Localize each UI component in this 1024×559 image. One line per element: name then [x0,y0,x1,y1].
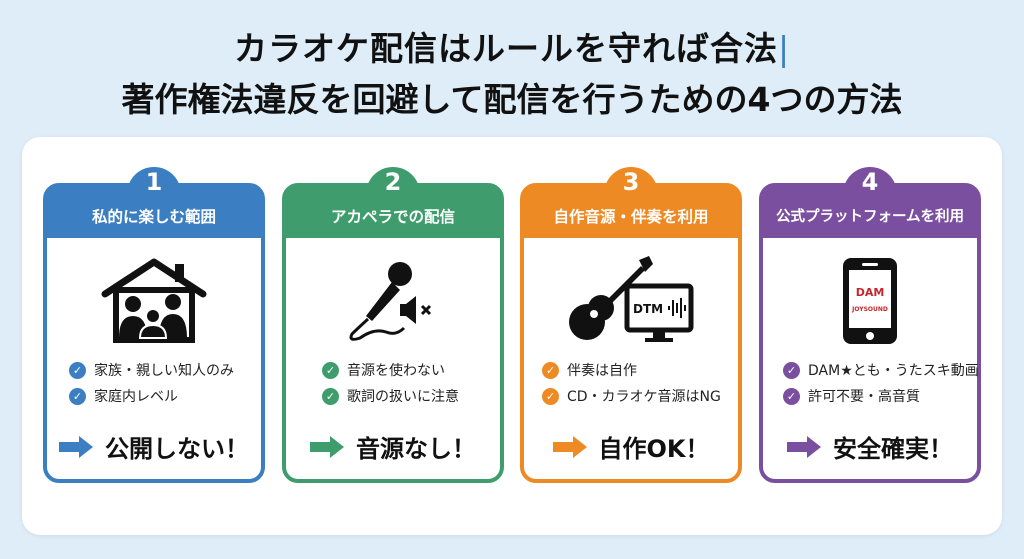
method-card-4: 4 公式プラットフォームを利用 DAM JOYSOUND ✓DAM★とも・うたス… [759,167,981,483]
card-result: 公開しない！ [47,429,261,464]
result-text: 公開しない！ [105,435,249,463]
guitar-dtm-monitor-icon: DTM [524,255,738,347]
card-result: 自作OK！ [524,429,738,464]
title-text: カラオケ配信はルールを守れば合法 [233,29,778,68]
check-icon: ✓ [783,361,800,379]
title-line-1: カラオケ配信はルールを守れば合法| [0,22,1024,70]
house-family-icon [47,255,261,347]
result-text: 音源なし！ [356,435,476,463]
check-icon: ✓ [69,387,86,405]
item-text: 許可不要・高音質 [808,389,920,405]
check-icon: ✓ [542,361,559,379]
result-text: 安全確実！ [833,435,953,463]
dtm-label: DTM [633,302,663,316]
item-text: DAM★とも・うたスキ動画 [808,363,979,379]
item-text: 家庭内レベル [94,389,178,405]
arrow-right-icon [59,435,93,458]
check-icon: ✓ [322,387,339,405]
arrow-right-icon [787,435,821,458]
item-text: 家族・親しい知人のみ [94,363,234,379]
joysound-logo: JOYSOUND [851,306,888,313]
check-icon: ✓ [783,387,800,405]
check-icon: ✓ [69,361,86,379]
list-item: ✓ 家族・親しい知人のみ [69,357,255,383]
smartphone-icon: DAM JOYSOUND [763,255,977,347]
check-icon: ✓ [542,387,559,405]
list-item: ✓ CD・カラオケ音源はNG [542,383,732,409]
check-icon: ✓ [322,361,339,379]
card-result: 音源なし！ [286,429,500,464]
card-result: 安全確実！ [763,429,977,464]
list-item: ✓ 家庭内レベル [69,383,255,409]
method-card-2: 2 アカペラでの配信 ✓音源を使わない ✓歌詞の扱いに注意 音源なし！ [282,167,504,483]
item-text: 伴奏は自作 [567,363,637,379]
text-cursor: | [777,29,791,68]
title-line-2: 著作権法違反を回避して配信を行うための4つの方法 [121,80,903,119]
list-item: ✓ DAM★とも・うたスキ動画 [783,357,979,383]
dam-logo: DAM [856,286,885,299]
item-text: 音源を使わない [347,363,445,379]
item-text: CD・カラオケ音源はNG [567,389,721,405]
result-text: 自作OK！ [598,435,710,463]
arrow-right-icon [552,435,587,458]
item-text: 歌詞の扱いに注意 [347,389,459,405]
method-card-3: 3 自作音源・伴奏を利用 DTM ✓伴奏は自作 ✓CD・カラオケ音源はNG 自作… [520,167,742,483]
list-item: ✓ 伴奏は自作 [542,357,732,383]
method-card-1: 1 私的に楽しむ範囲 ✓家族・親しい知人のみ ✓家庭内レベル 公開しない！ [43,167,265,483]
list-item: ✓ 音源を使わない [322,357,494,383]
arrow-right-icon [310,435,344,458]
list-item: ✓ 歌詞の扱いに注意 [322,383,494,409]
list-item: ✓ 許可不要・高音質 [783,383,971,409]
microphone-muted-speaker-icon [286,255,500,347]
